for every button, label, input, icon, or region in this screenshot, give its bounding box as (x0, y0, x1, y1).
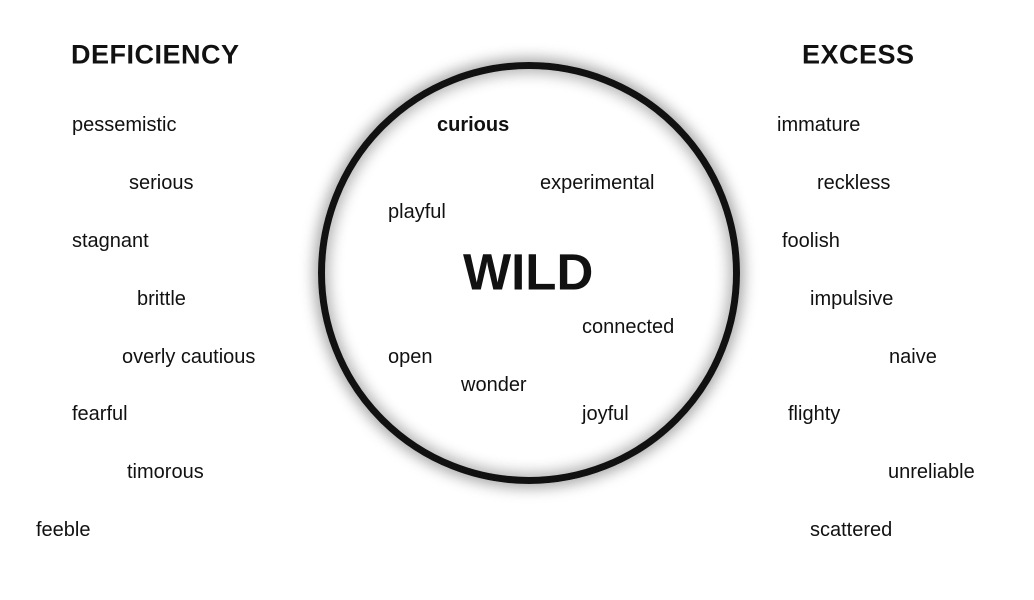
excess-word: unreliable (888, 461, 975, 483)
deficiency-word: stagnant (72, 230, 149, 252)
excess-heading: EXCESS (802, 39, 915, 70)
deficiency-word: overly cautious (122, 346, 256, 368)
deficiency-word: pessemistic (72, 114, 177, 136)
excess-word: scattered (810, 519, 893, 541)
center-circle (318, 62, 740, 484)
deficiency-word: serious (129, 172, 194, 194)
trait-word: open (388, 346, 433, 368)
trait-word: playful (388, 201, 446, 223)
deficiency-word: timorous (127, 461, 204, 483)
excess-word: naive (889, 346, 937, 368)
center-title: WILD (463, 243, 594, 301)
trait-word: wonder (461, 374, 527, 396)
excess-word: foolish (782, 230, 840, 252)
excess-word: immature (777, 114, 861, 136)
excess-word: flighty (788, 403, 841, 425)
deficiency-word: brittle (137, 288, 186, 310)
deficiency-word: fearful (72, 403, 128, 425)
trait-word: experimental (540, 172, 655, 194)
deficiency-heading: DEFICIENCY (71, 39, 240, 70)
excess-word: impulsive (810, 288, 894, 310)
trait-word: joyful (582, 403, 629, 425)
excess-word: reckless (817, 172, 891, 194)
trait-word: connected (582, 316, 675, 338)
trait-word: curious (437, 114, 510, 136)
deficiency-word: feeble (36, 519, 91, 541)
